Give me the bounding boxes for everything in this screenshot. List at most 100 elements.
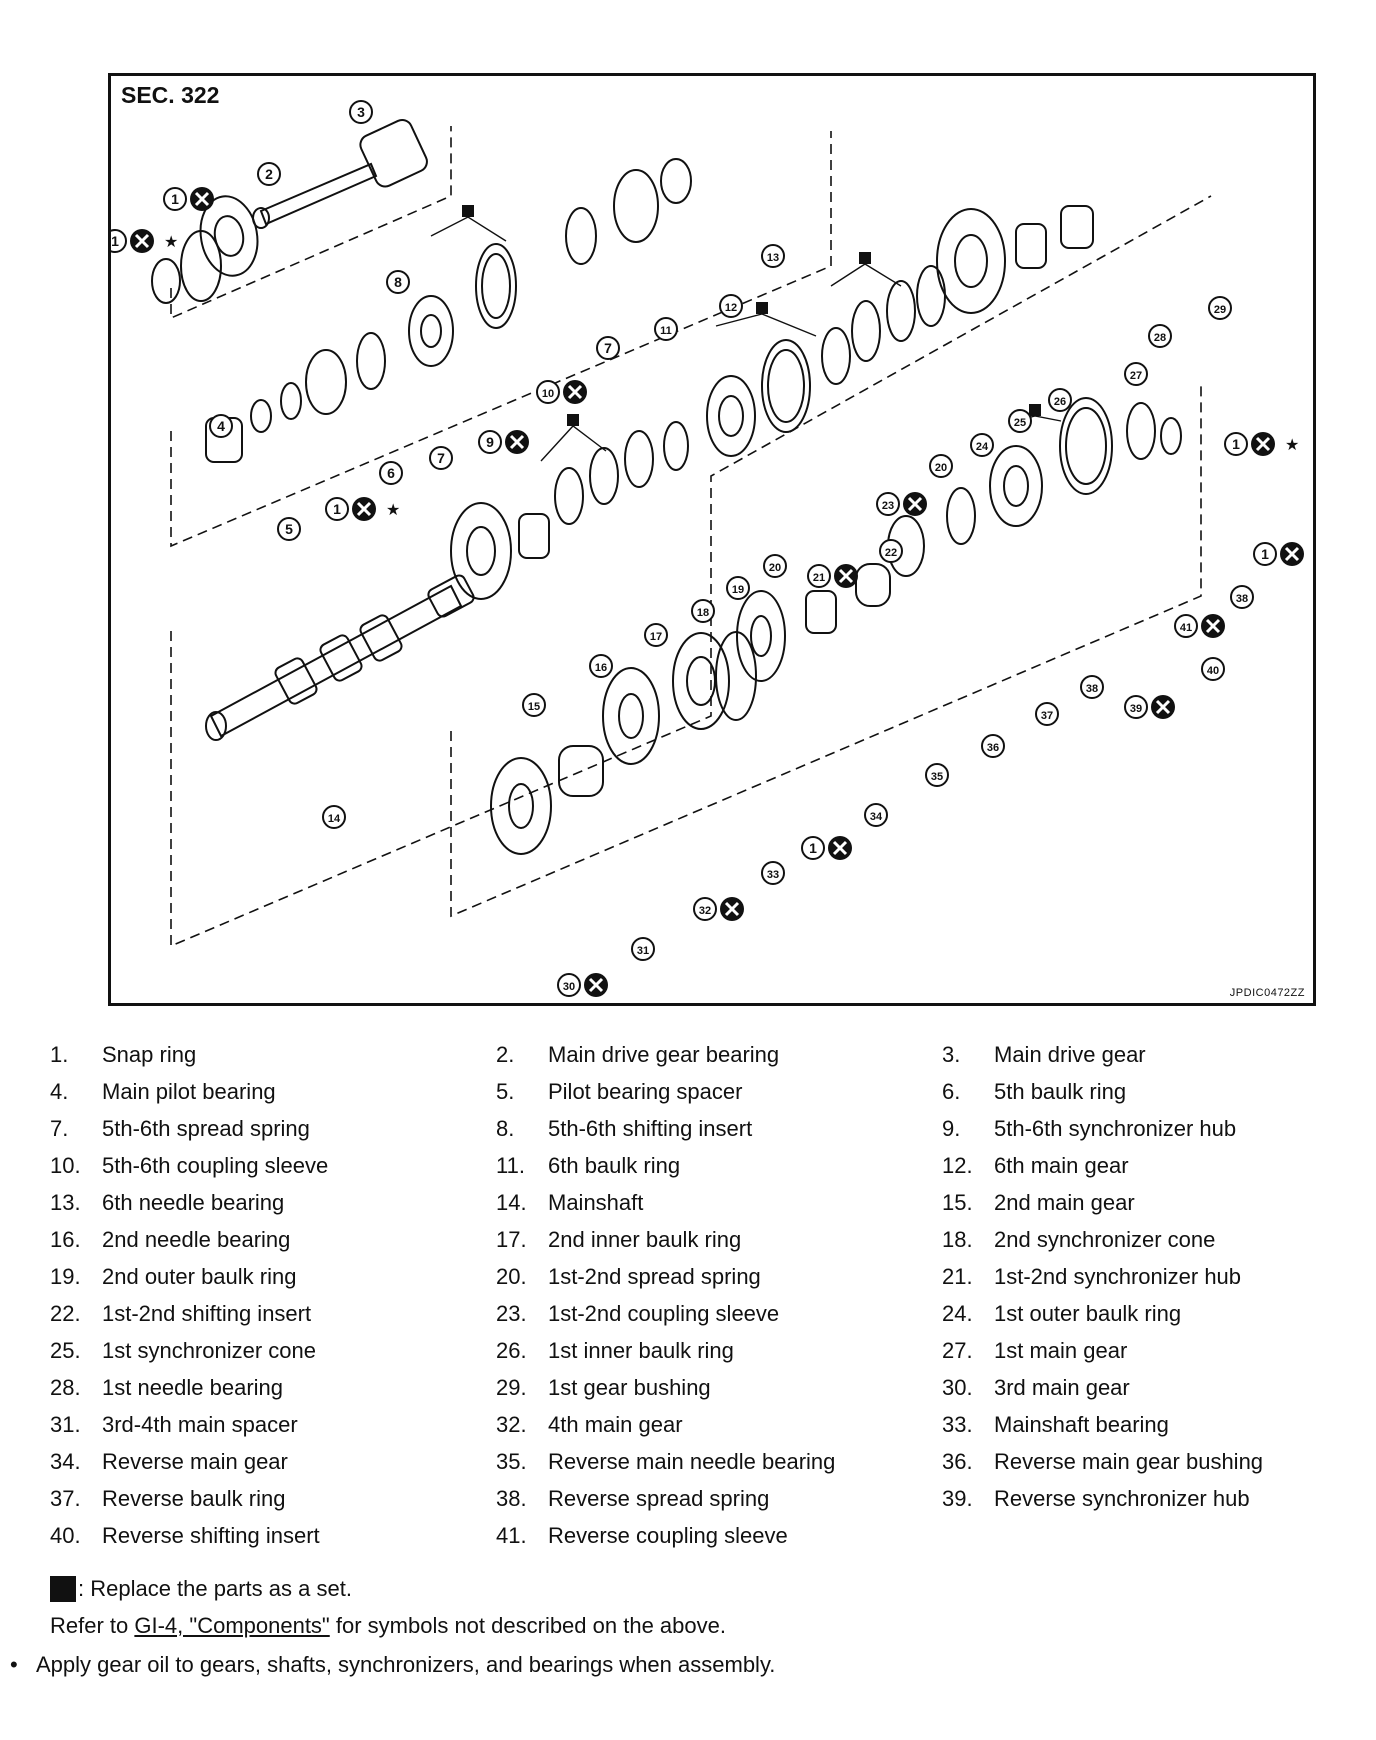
- x-mark-icon: [1155, 699, 1171, 715]
- replace-set-square-icon: [50, 1575, 76, 1602]
- legend-item-name: 6th baulk ring: [548, 1153, 681, 1178]
- callout-number: 38: [1236, 593, 1248, 605]
- pilot-bearing-group: [205, 332, 386, 463]
- legend-item-number: 30.: [942, 1375, 973, 1400]
- section-label: SEC. 322: [121, 82, 220, 108]
- legend-item-name: 1st-2nd synchronizer hub: [994, 1264, 1242, 1289]
- legend-item-number: 10.: [50, 1153, 81, 1178]
- legend-item-number: 41.: [496, 1523, 527, 1548]
- legend-item-name: Snap ring: [102, 1042, 197, 1067]
- legend-item: 16.2nd needle bearing: [50, 1227, 290, 1253]
- components-reference-link[interactable]: GI-4, "Components": [134, 1612, 330, 1638]
- notes: : Replace the parts as a set. Refer to G…: [50, 1570, 726, 1644]
- legend-item-number: 7.: [50, 1116, 69, 1141]
- callout-28: 28: [1148, 324, 1172, 348]
- legend-item-name: Reverse main gear: [102, 1449, 288, 1474]
- callout-number: 19: [732, 584, 744, 596]
- callout-20: 20: [763, 554, 787, 578]
- legend-item-name: 5th-6th shifting insert: [548, 1116, 753, 1141]
- legend-item-number: 12.: [942, 1153, 973, 1178]
- callout-circle: [1124, 362, 1148, 386]
- callout-4: 4: [209, 414, 233, 438]
- callout-9: 9: [478, 430, 529, 454]
- callout-number: 24: [976, 441, 989, 453]
- callout-circle: [478, 430, 502, 454]
- reverse-group: [490, 397, 1182, 855]
- legend-item: 27.1st main gear: [942, 1338, 1127, 1364]
- callout-number: 39: [1130, 703, 1142, 715]
- callout-30: 30: [557, 973, 608, 997]
- callout-circle: [654, 317, 678, 341]
- callout-number: 1: [1261, 546, 1269, 562]
- legend-item-name: 1st synchronizer cone: [102, 1338, 316, 1363]
- legend-item-number: 35.: [496, 1449, 527, 1474]
- callout-circle: [981, 734, 1005, 758]
- legend-item-number: 26.: [496, 1338, 527, 1363]
- callout-35: 35: [925, 763, 949, 787]
- legend-item: 34.Reverse main gear: [50, 1449, 288, 1475]
- legend-item-number: 15.: [942, 1190, 973, 1215]
- callout-15: 15: [522, 693, 546, 717]
- figure-code: JPDIC0472ZZ: [1229, 987, 1305, 999]
- x-mark-icon: [567, 384, 583, 400]
- callout-circle: [631, 937, 655, 961]
- callout-26: 26: [1048, 388, 1072, 412]
- x-mark-icon: [134, 233, 150, 249]
- callout-circle: [386, 270, 410, 294]
- legend-item: 32.4th main gear: [496, 1412, 683, 1438]
- callout-circle: [879, 539, 903, 563]
- legend-item-name: 5th-6th spread spring: [102, 1116, 310, 1141]
- callout-number: 20: [769, 562, 781, 574]
- transmission-exploded-diagram: 1★1238107111213451★679292827262524202322…: [111, 100, 1304, 997]
- callout-number: 29: [1214, 304, 1226, 316]
- callout-circle: [1124, 695, 1148, 719]
- callout-23: 23: [876, 492, 927, 516]
- snap-ring-shape: [180, 230, 222, 302]
- callout-number: 31: [637, 945, 649, 957]
- legend-item: 4.Main pilot bearing: [50, 1079, 276, 1105]
- callout-circle: [1201, 657, 1225, 681]
- legend-item-name: Mainshaft: [548, 1190, 644, 1215]
- x-mark-icon: [1255, 436, 1271, 452]
- legend-item: 41.Reverse coupling sleeve: [496, 1523, 788, 1549]
- callout-circle: [763, 554, 787, 578]
- callout-11: 11: [654, 317, 678, 341]
- callout-14: 14: [322, 805, 346, 829]
- legend-item-name: Reverse main gear bushing: [994, 1449, 1264, 1474]
- callout-number: 30: [563, 981, 575, 993]
- x-mark-icon: [1205, 618, 1221, 634]
- legend-item-name: Mainshaft bearing: [994, 1412, 1169, 1437]
- callout-layer: 1★1238107111213451★679292827262524202322…: [111, 100, 1304, 997]
- legend-item: 7. 5th-6th spread spring: [50, 1116, 310, 1142]
- star-icon: ★: [164, 232, 178, 251]
- replace-set-markers: [462, 205, 1041, 426]
- callout-number: 3: [357, 104, 365, 120]
- callout-13: 13: [761, 244, 785, 268]
- x-mark-icon: [724, 901, 740, 917]
- refer-note: Refer to GI-4, "Components" for symbols …: [50, 1607, 726, 1644]
- legend-item-number: 38.: [496, 1486, 527, 1511]
- legend-item-name: 1st-2nd coupling sleeve: [548, 1301, 780, 1326]
- callout-circle: [429, 446, 453, 470]
- callout-20: 20: [929, 454, 953, 478]
- legend-item: 11.6th baulk ring: [496, 1153, 680, 1179]
- callout-circle: [589, 654, 613, 678]
- legend-item-name: 1st-2nd shifting insert: [102, 1301, 312, 1326]
- callout-circle: [379, 461, 403, 485]
- legend-item-number: 1.: [50, 1042, 69, 1067]
- callout-number: 26: [1054, 396, 1066, 408]
- callout-number: 7: [604, 340, 612, 356]
- callout-circle: [277, 517, 301, 541]
- callout-number: 1: [171, 191, 179, 207]
- legend-item: 40.Reverse shifting insert: [50, 1523, 320, 1549]
- legend-item-number: 4.: [50, 1079, 69, 1104]
- legend-item-name: Pilot bearing spacer: [548, 1079, 743, 1104]
- legend-item: 9.5th-6th synchronizer hub: [942, 1116, 1236, 1142]
- callout-1: 1★: [111, 229, 178, 253]
- legend-item-name: 1st inner baulk ring: [548, 1338, 734, 1363]
- x-mark-icon: [907, 496, 923, 512]
